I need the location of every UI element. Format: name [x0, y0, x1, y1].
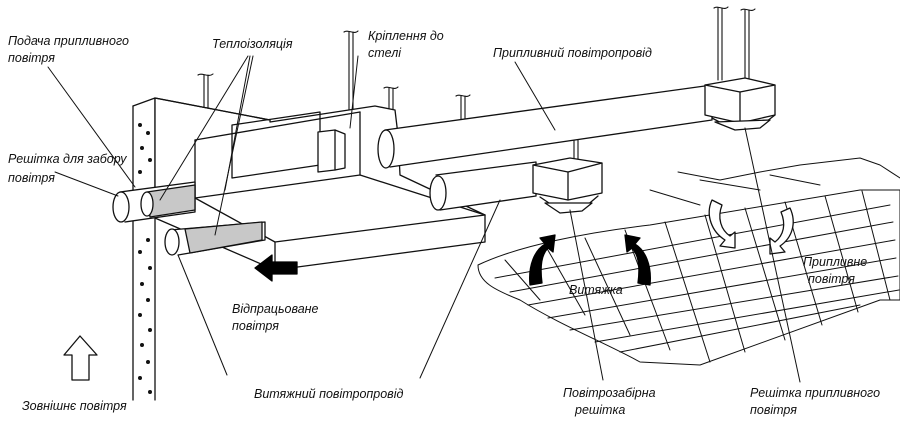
air-intake-box	[532, 157, 603, 214]
label-supply-air-1: Припливне	[803, 255, 867, 269]
label-supply-grille-2: повітря	[750, 403, 797, 417]
supply-air-arrow-right	[769, 207, 794, 255]
outdoor-air-arrow	[63, 335, 98, 381]
extraction-arrow-right	[624, 234, 651, 286]
extraction-arrow-left	[529, 234, 556, 286]
label-intake-grille-1: Решітка для забору	[8, 152, 127, 166]
label-supply-grille-1: Решітка припливного	[750, 386, 880, 400]
supply-diffuser	[704, 77, 776, 131]
labels: Подача припливного повітря Теплоізоляція…	[8, 29, 880, 417]
label-ceiling-mount-2: стелі	[368, 46, 402, 60]
label-ceiling-mount-1: Кріплення до	[368, 29, 444, 43]
label-supply-air-feed-1: Подача припливного	[8, 34, 129, 48]
label-supply-duct: Припливний повітропровід	[493, 46, 652, 60]
label-supply-air-2: повітря	[808, 272, 855, 286]
label-outdoor-air: Зовнішнє повітря	[22, 399, 127, 413]
exhaust-air-arrow	[254, 254, 298, 282]
label-exhaust-air-1: Відпрацьоване	[232, 302, 319, 316]
label-exhaust-air-2: повітря	[232, 319, 279, 333]
label-exhaust-duct: Витяжний повітропровід	[254, 387, 403, 401]
label-air-intake-grille-2: решітка	[574, 403, 625, 417]
label-supply-air-feed-2: повітря	[8, 51, 55, 65]
label-intake-grille-2: повітря	[8, 171, 55, 185]
ceiling-grid	[477, 157, 900, 366]
outer-wall	[132, 97, 156, 401]
supply-air-arrow-left	[708, 199, 736, 249]
leader-lines	[47, 55, 801, 383]
label-thermal-insulation: Теплоізоляція	[212, 37, 293, 51]
fresh-air-inlet-pipe	[112, 181, 196, 223]
label-air-intake-grille-1: Повітрозабірна	[563, 386, 656, 400]
supply-duct	[377, 84, 713, 169]
label-extraction: Витяжка	[569, 283, 623, 297]
exhaust-duct	[429, 161, 537, 211]
exhaust-outlet-pipe	[164, 221, 266, 256]
